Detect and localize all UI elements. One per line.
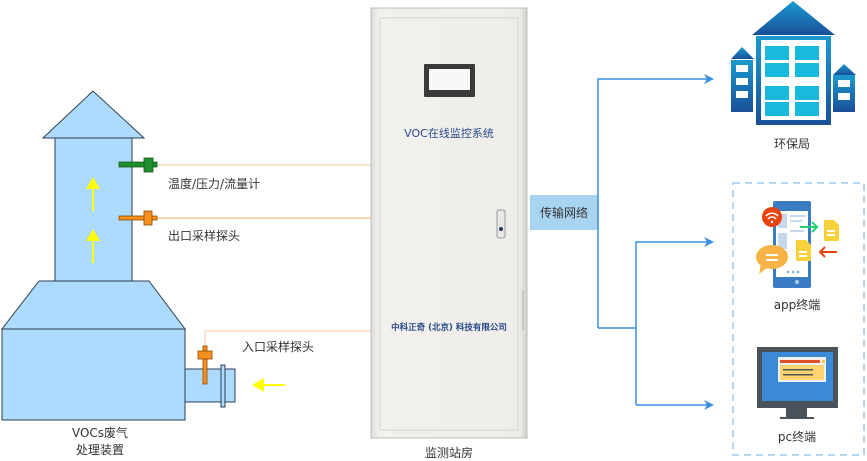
door-handle[interactable] (496, 209, 506, 239)
terminals-group (732, 182, 865, 456)
inlet-signal-line (204, 330, 371, 351)
up-arrow-icon (86, 177, 100, 211)
inlet-pipe (184, 368, 236, 403)
hopper (0, 280, 186, 330)
outlet-sampling-probe (118, 210, 158, 226)
network-label: 传输网络 (540, 205, 588, 220)
destination-label-app: app终端 (774, 297, 821, 312)
send-arrow-icon (800, 221, 819, 233)
inlet-flange (220, 364, 226, 408)
chat-bubble-icon (756, 245, 788, 269)
base-box (1, 328, 186, 421)
flow-arrows (86, 177, 285, 392)
receive-arrow-icon (818, 246, 837, 258)
temp-pressure-flow-meter (118, 157, 158, 173)
government-building-icon (731, 1, 856, 125)
destination-label-pc: pc终端 (778, 429, 816, 444)
document-icon (796, 240, 811, 261)
sensor-label-outlet: 出口采样探头 (168, 228, 240, 243)
network-lines (597, 74, 714, 410)
pc-monitor-icon[interactable] (757, 347, 838, 419)
sensor-label-inlet: 入口采样探头 (242, 339, 314, 354)
equipment-label-2: 处理装置 (76, 443, 124, 457)
inlet-sampling-probe (197, 345, 213, 385)
company-name: 中科正奇 (北京) 科技有限公司 (391, 322, 507, 333)
destination-label-epb: 环保局 (774, 137, 810, 151)
voc-treatment-device (0, 90, 236, 421)
network-box (530, 195, 598, 230)
monitoring-cabinet: VOC在线监控系统 中科正奇 (北京) 科技有限公司 (370, 7, 528, 439)
cabinet-label: 监测站房 (425, 445, 473, 460)
cabinet-title: VOC在线监控系统 (404, 126, 494, 140)
sensor-label-meter: 温度/压力/流量计 (168, 176, 260, 191)
chimney-cap (41, 90, 146, 139)
up-arrow-icon (86, 229, 100, 263)
left-arrow-icon (252, 378, 285, 392)
mobile-app-icon[interactable] (756, 201, 839, 288)
equipment-label-1: VOCs废气 (72, 425, 128, 440)
